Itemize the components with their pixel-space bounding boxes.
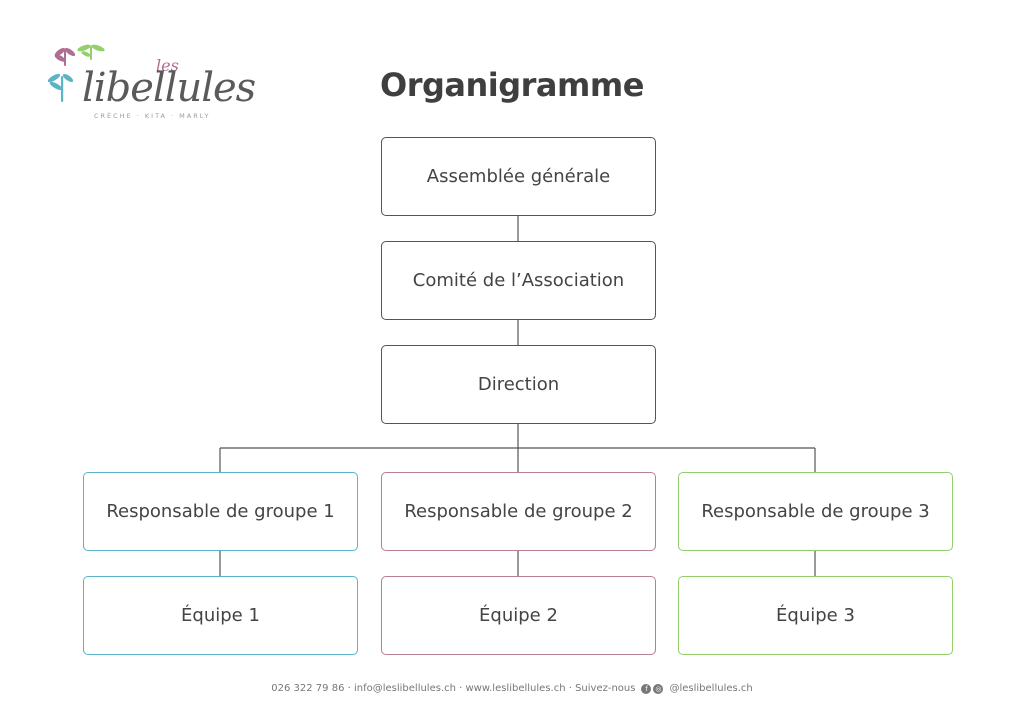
logo-tagline: CRÈCHE · KITA · MARLY <box>94 112 211 120</box>
logo: les libellules CRÈCHE · KITA · MARLY <box>48 42 256 122</box>
node-responsable-groupe-3: Responsable de groupe 3 <box>678 472 953 551</box>
logo-wordmark: libellules <box>82 65 256 111</box>
node-comite-association: Comité de l’Association <box>381 241 656 320</box>
node-responsable-groupe-2: Responsable de groupe 2 <box>381 472 656 551</box>
facebook-icon[interactable]: f <box>641 683 652 694</box>
instagram-icon[interactable]: ◎ <box>653 683 664 694</box>
footer-social-handle: @leslibellules.ch <box>669 683 753 694</box>
dragonfly-icon <box>48 44 105 102</box>
footer-contact: 026 322 79 86 · info@leslibellules.ch · … <box>271 683 636 694</box>
node-equipe-2: Équipe 2 <box>381 576 656 655</box>
social-icons: f ◎ <box>641 683 664 694</box>
node-direction: Direction <box>381 345 656 424</box>
footer: 026 322 79 86 · info@leslibellules.ch · … <box>0 683 1024 694</box>
node-equipe-1: Équipe 1 <box>83 576 358 655</box>
node-responsable-groupe-1: Responsable de groupe 1 <box>83 472 358 551</box>
logo-les: les <box>156 56 179 75</box>
node-equipe-3: Équipe 3 <box>678 576 953 655</box>
page-title: Organigramme <box>380 66 644 104</box>
node-assemblee-generale: Assemblée générale <box>381 137 656 216</box>
